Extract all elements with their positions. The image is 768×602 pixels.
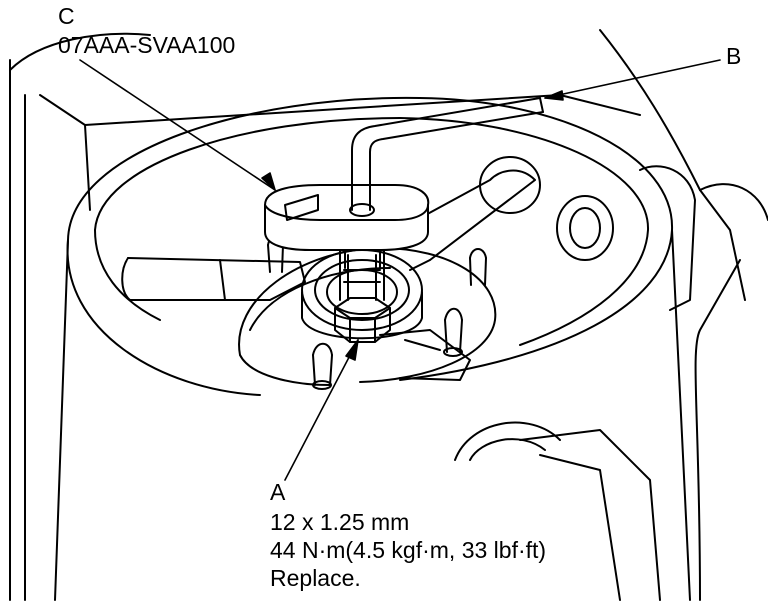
wheel-stud-1 — [312, 342, 333, 390]
bearing-assembly — [301, 249, 423, 340]
leader-lines — [79, 59, 721, 481]
knuckle-housing — [9, 29, 768, 601]
special-tool-holder — [264, 184, 430, 269]
callout-c-letter: C — [58, 3, 75, 29]
hex-wrench — [351, 97, 544, 211]
mounting-boss — [556, 195, 614, 261]
strut-bore-ring — [54, 96, 691, 601]
wheel-stud-3 — [469, 248, 487, 286]
spec-torque: 44 N·m(4.5 kgf·m, 33 lbf·ft) — [270, 537, 547, 563]
callout-c-part-number: 07AAA-SVAA100 — [58, 32, 236, 58]
upper-arm-right — [397, 156, 541, 271]
spindle-nut — [334, 297, 391, 343]
wheel-stud-2 — [443, 307, 463, 357]
spec-replace-note: Replace. — [270, 565, 361, 591]
lower-arm-left — [121, 257, 306, 301]
callout-b-letter: B — [726, 43, 742, 69]
spec-thread-size: 12 x 1.25 mm — [270, 509, 410, 535]
callout-a-letter: A — [270, 479, 286, 505]
hub-flange — [238, 247, 497, 386]
callout-a-spec: 12 x 1.25 mm 44 N·m(4.5 kgf·m, 33 lbf·ft… — [270, 508, 546, 592]
brake-bracket — [379, 329, 471, 381]
